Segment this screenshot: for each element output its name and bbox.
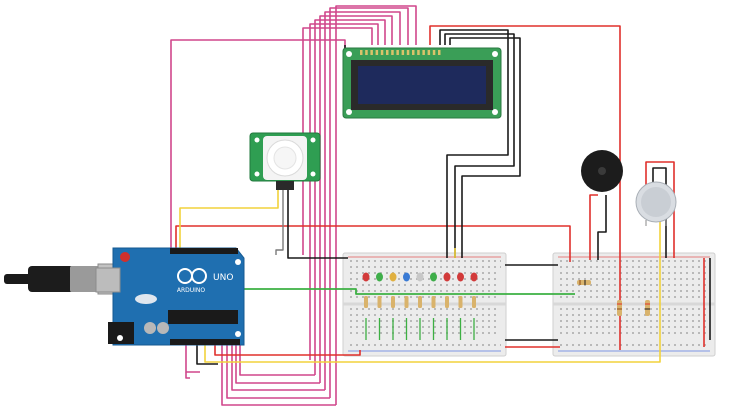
lcd-pin-9 (401, 50, 405, 55)
resistor-row (364, 296, 476, 308)
led-1 (362, 272, 370, 282)
lcd-pin-12 (417, 50, 420, 55)
reset-button-icon (120, 252, 130, 262)
resistor-5 (418, 296, 422, 308)
led-3 (389, 272, 397, 282)
resistor-6 (431, 296, 436, 308)
resistor-9 (472, 296, 476, 308)
pir-motion-sensor[interactable] (249, 132, 321, 190)
lcd-pin-1 (360, 50, 363, 55)
breadboard-right[interactable] (552, 252, 716, 357)
lcd-pin-6 (386, 50, 389, 55)
led-row (362, 272, 478, 282)
crystal (135, 294, 157, 304)
wires (170, 5, 711, 406)
lcd-pin-7 (391, 50, 394, 55)
resistor-4 (404, 296, 409, 308)
atmega-chip (168, 310, 238, 324)
arduino-model-text: UNO (213, 273, 233, 283)
piezo-buzzer[interactable] (581, 150, 623, 192)
led-5 (416, 272, 424, 282)
lcd-pin-16 (438, 50, 441, 55)
lcd-pin-13 (422, 50, 425, 55)
power-jack (108, 322, 134, 344)
lcd-pin-14 (427, 50, 431, 55)
resistor-1 (364, 296, 368, 308)
resistor-right-1 (577, 280, 591, 285)
resistor-2 (377, 296, 382, 308)
lcd-pin-2 (365, 50, 368, 55)
led-ground-wires (365, 318, 475, 340)
breadboard-left[interactable] (342, 252, 507, 357)
resistor-right-3 (645, 300, 650, 316)
arduino-uno-board[interactable]: ARDUINO UNO (95, 247, 245, 346)
digital-header (170, 248, 238, 254)
led-9 (470, 272, 478, 282)
led-2 (376, 272, 383, 282)
resistor-right-2 (617, 300, 622, 316)
lcd-pin-15 (432, 50, 436, 55)
led-7 (443, 272, 451, 282)
resistor-7 (445, 296, 449, 308)
resistor-3 (391, 296, 395, 308)
arduino-logo-text: ARDUINO (177, 287, 206, 294)
led-6 (430, 272, 437, 282)
usb-port (95, 267, 121, 293)
led-8 (457, 272, 464, 282)
lcd-pin-10 (406, 50, 410, 55)
lcd-pin-5 (380, 50, 384, 55)
lcd-screen (358, 66, 486, 104)
lcd-pin-3 (370, 50, 373, 55)
lcd-pin-4 (375, 50, 379, 55)
lcd-pin-11 (412, 50, 415, 55)
led-4 (403, 272, 410, 282)
lcd-pin-8 (396, 50, 399, 55)
lcd-16x2-module[interactable] (342, 47, 502, 119)
resistor-8 (458, 296, 463, 308)
analog-header (170, 339, 240, 345)
gas-sensor[interactable] (635, 181, 677, 226)
